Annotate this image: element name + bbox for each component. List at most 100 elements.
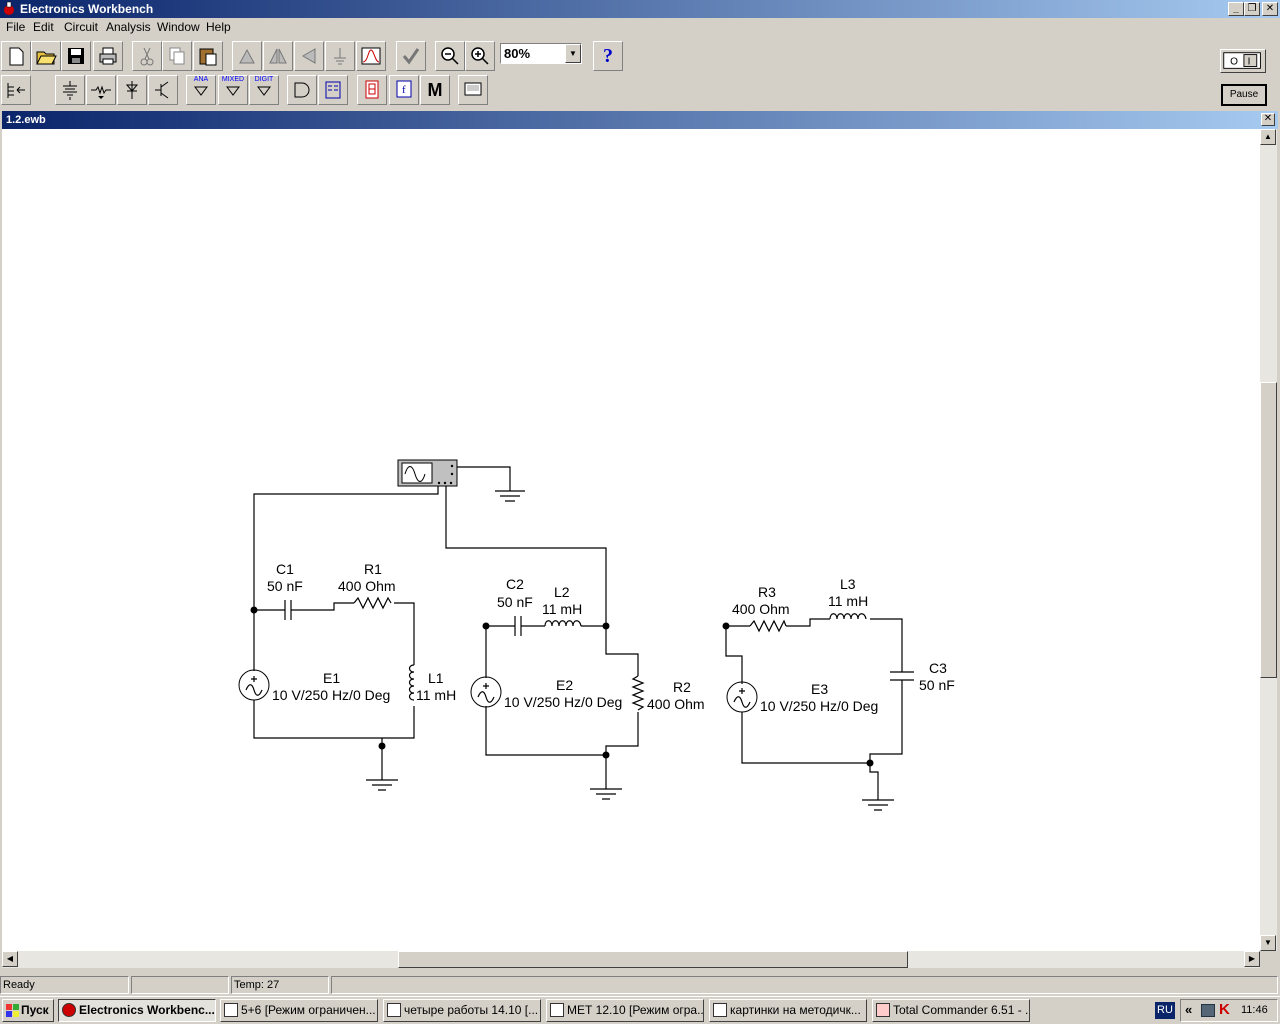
c1-value: 50 nF	[267, 578, 303, 594]
scroll-right-arrow[interactable]: ▶	[1244, 951, 1260, 967]
scroll-down-arrow[interactable]: ▼	[1260, 935, 1276, 951]
print-button[interactable]	[93, 41, 123, 71]
open-file-button[interactable]	[31, 41, 61, 71]
close-button[interactable]: ✕	[1262, 2, 1278, 16]
parts-bin-toolbar: ANA MIXED DIGIT f M	[0, 73, 1280, 107]
help-button[interactable]: ?	[593, 41, 623, 71]
zoom-dropdown-arrow[interactable]: ▼	[565, 44, 581, 63]
new-file-button[interactable]	[1, 41, 31, 71]
transistors-bin-button[interactable]	[148, 75, 178, 105]
e2-value: 10 V/250 Hz/0 Deg	[504, 694, 622, 710]
zoom-in-button[interactable]	[465, 41, 495, 71]
indicators-bin-button[interactable]	[357, 75, 387, 105]
analog-ics-bin-button[interactable]: ANA	[186, 75, 216, 105]
digital-bin-button[interactable]	[318, 75, 348, 105]
flip-horizontal-icon	[269, 48, 287, 64]
language-indicator[interactable]: RU	[1155, 1002, 1175, 1019]
basic-bin-button[interactable]	[86, 75, 116, 105]
mixed-ics-bin-button[interactable]: MIXED	[218, 75, 248, 105]
diodes-bin-button[interactable]	[117, 75, 147, 105]
component-properties-button[interactable]	[325, 41, 355, 71]
antivirus-tray-icon[interactable]: K	[1219, 1001, 1230, 1018]
horizontal-scrollbar[interactable]: ◀ ▶	[2, 951, 1260, 968]
task-electronics-workbench[interactable]: Electronics Workbenc...	[58, 999, 216, 1022]
zoom-select[interactable]: 80% ▼	[500, 43, 582, 64]
l2-value: 11 mH	[542, 601, 582, 617]
horizontal-scroll-thumb[interactable]	[398, 951, 908, 968]
misc-m-icon: M	[427, 79, 443, 100]
c2-value: 50 nF	[497, 594, 533, 610]
sources-bin-button[interactable]	[55, 75, 85, 105]
checkmark-pen-icon	[402, 48, 420, 65]
digital-ic-icon	[257, 86, 271, 96]
start-button[interactable]: Пуск	[2, 999, 54, 1022]
mixed-ic-icon	[226, 86, 240, 96]
zoom-out-button[interactable]	[435, 41, 465, 71]
pause-button[interactable]: Pause	[1221, 84, 1267, 106]
network-tray-icon[interactable]	[1201, 1004, 1215, 1017]
app-icon	[4, 1, 14, 15]
zoom-value: 80%	[504, 46, 531, 61]
controls-bin-button[interactable]: f	[389, 75, 419, 105]
vertical-scroll-thumb[interactable]	[1260, 382, 1277, 678]
word-doc-icon	[224, 1003, 238, 1017]
status-message	[331, 976, 1278, 994]
oscilloscope-icon[interactable]	[397, 459, 458, 487]
new-file-icon	[9, 47, 24, 66]
minimize-button[interactable]: _	[1228, 2, 1244, 16]
paste-button[interactable]	[193, 41, 223, 71]
document-title-bar: 1.2.ewb ✕	[2, 111, 1278, 129]
cut-button[interactable]	[132, 41, 162, 71]
task-label: Electronics Workbenc...	[79, 1003, 215, 1017]
logic-gates-bin-button[interactable]	[287, 75, 317, 105]
ground-battery-icon	[63, 81, 77, 100]
zoom-out-icon	[441, 47, 459, 65]
tray-expand-arrows[interactable]: «	[1185, 1002, 1193, 1017]
digital-ics-bin-button[interactable]: DIGIT	[249, 75, 279, 105]
task-word-doc-3[interactable]: МЕТ 12.10 [Режим огра...	[546, 999, 704, 1022]
create-subcircuit-button[interactable]	[356, 41, 386, 71]
e3-label: E3	[811, 681, 828, 697]
maximize-button[interactable]: ❐	[1244, 2, 1260, 16]
task-word-doc-2[interactable]: четыре работы 14.10 [...	[383, 999, 541, 1022]
e2-label: E2	[556, 677, 573, 693]
menu-edit[interactable]: Edit	[33, 20, 54, 34]
task-word-doc-4[interactable]: картинки на методичк...	[709, 999, 867, 1022]
diode-icon	[125, 81, 139, 99]
flipflop-icon	[325, 81, 341, 99]
system-tray: « K 11:46	[1180, 999, 1278, 1022]
svg-text:O: O	[1230, 57, 1238, 68]
task-word-doc-1[interactable]: 5+6 [Режим ограничен...	[220, 999, 378, 1022]
miscellaneous-bin-button[interactable]: M	[420, 75, 450, 105]
power-switch-icon: O I	[1223, 52, 1261, 69]
vertical-scrollbar[interactable]: ▲ ▼	[1260, 129, 1277, 951]
instruments-bin-button[interactable]	[458, 75, 488, 105]
r3-value: 400 Ohm	[732, 601, 790, 617]
power-switch[interactable]: O I	[1220, 49, 1266, 73]
menu-file[interactable]: File	[6, 20, 26, 34]
document-close-button[interactable]: ✕	[1261, 113, 1275, 126]
circuit-canvas[interactable]: C1 50 nF R1 400 Ohm L1 11 mH E1 10 V/250…	[2, 129, 1260, 951]
flip-horizontal-button[interactable]	[263, 41, 293, 71]
rotate-button[interactable]	[232, 41, 262, 71]
task-label: картинки на методичк...	[730, 1003, 861, 1017]
favorites-bin-button[interactable]	[1, 75, 31, 105]
menu-window[interactable]: Window	[157, 20, 200, 34]
menu-circuit[interactable]: Circuit	[64, 20, 99, 34]
task-total-commander[interactable]: Total Commander 6.51 - ...	[872, 999, 1030, 1022]
menu-analysis[interactable]: Analysis	[106, 20, 151, 34]
word-doc-icon	[550, 1003, 564, 1017]
scroll-left-arrow[interactable]: ◀	[2, 951, 18, 967]
zoom-in-icon	[471, 47, 489, 65]
l1-label: L1	[428, 670, 444, 686]
analysis-graphs-button[interactable]	[396, 41, 426, 71]
save-button[interactable]	[61, 41, 91, 71]
graph-icon	[361, 47, 381, 65]
copy-button[interactable]	[162, 41, 192, 71]
flip-vertical-button[interactable]	[294, 41, 324, 71]
transistor-icon	[155, 81, 169, 99]
l3-value: 11 mH	[828, 593, 868, 609]
resistor-icon	[91, 85, 111, 99]
menu-help[interactable]: Help	[206, 20, 231, 34]
scroll-up-arrow[interactable]: ▲	[1260, 129, 1276, 145]
